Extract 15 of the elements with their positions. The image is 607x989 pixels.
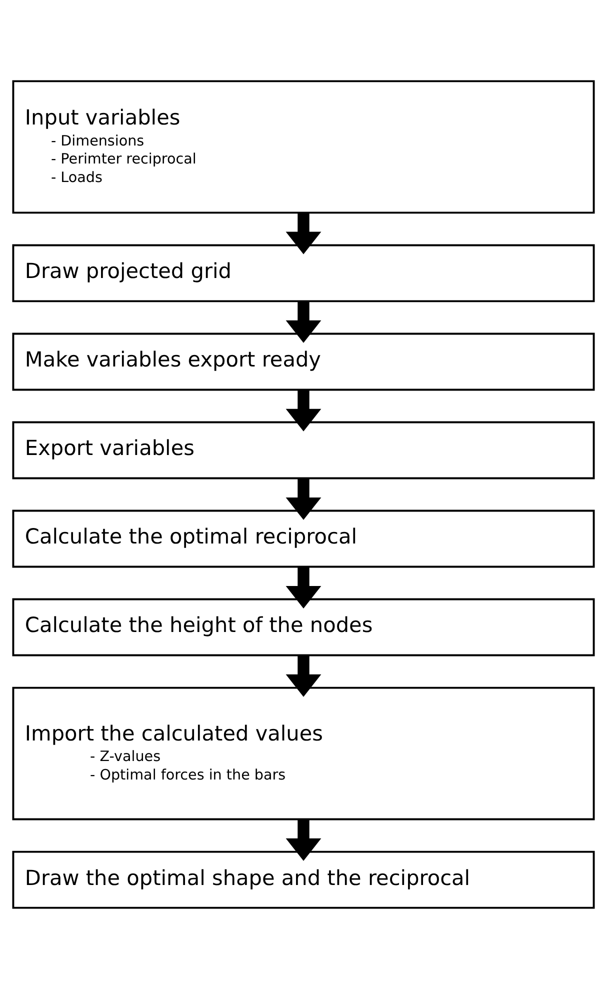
arrow <box>286 566 322 608</box>
arrow <box>286 301 322 343</box>
node-box: Draw the optimal shape and the reciprocal <box>12 850 595 909</box>
node-box: Make variables export ready <box>12 332 595 391</box>
arrow <box>286 390 322 432</box>
node-box: Import the calculated values - Z-values - Optimal forces in the bars <box>12 686 595 820</box>
arrow <box>286 478 322 520</box>
node-box: Calculate the height of the nodes <box>12 598 595 656</box>
node-box: Draw projected grid <box>12 244 595 302</box>
arrow <box>286 820 322 861</box>
node-box: Input variables - Dimensions - Perimter reciprocal - Loads <box>12 80 595 214</box>
arrow <box>286 655 322 697</box>
arrow <box>286 212 322 254</box>
node-box: Calculate the optimal reciprocal <box>12 510 595 568</box>
node-box: Export variables <box>12 421 595 480</box>
